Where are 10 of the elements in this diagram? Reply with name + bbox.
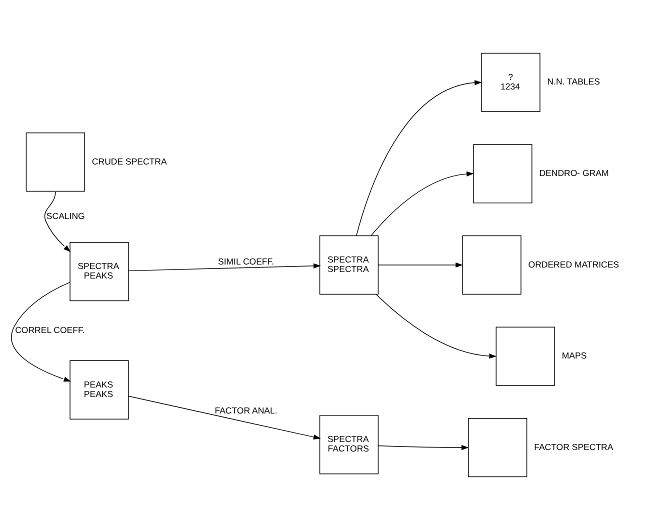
edge-label: FACTOR ANAL. <box>214 405 278 416</box>
node-label: DENDRO- GRAM <box>539 167 609 178</box>
node-label: FACTOR SPECTRA <box>534 441 614 452</box>
node-label: N.N. TABLES <box>547 76 600 86</box>
edge-label: SCALING <box>46 210 85 221</box>
node-label: CRUDE SPECTRA <box>92 156 167 166</box>
edge-label: SIMIL COEFF. <box>218 256 274 266</box>
node-label: ORDERED MATRICES <box>528 258 620 269</box>
node-label: MAPS <box>562 350 587 360</box>
edge-label: CORREL COEFF. <box>15 324 85 334</box>
